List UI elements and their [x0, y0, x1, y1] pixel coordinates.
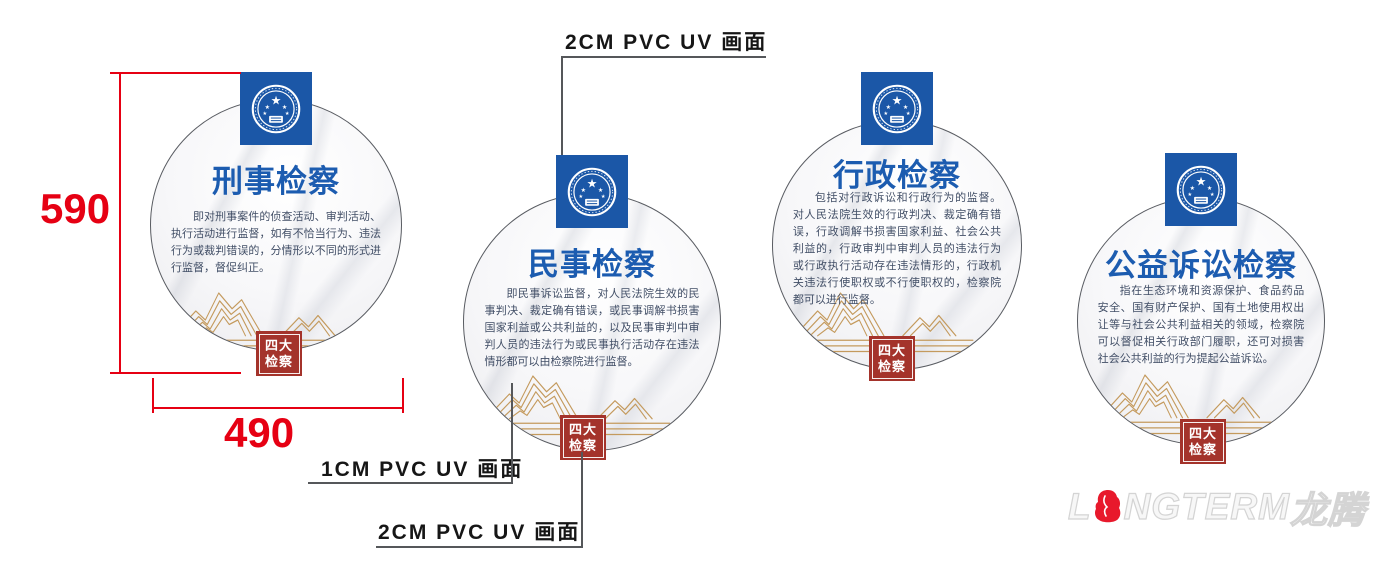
height-dimension-tick-bottom [110, 372, 241, 374]
sign-card-criminal: 刑事检察 即对刑事案件的侦查活动、审判活动、执行活动进行监督，如有不恰当行为、违… [150, 72, 402, 376]
callout-leader-line [561, 56, 563, 155]
watermark-text-end: NGTERM [1123, 485, 1290, 527]
material-callout-bottom: 2CM PVC UV 画面 [378, 521, 581, 544]
width-dimension-label: 490 [224, 409, 295, 456]
tag-frame: 四大 检察 [871, 338, 913, 379]
emblem-badge [240, 72, 312, 145]
tag-line: 四大 [264, 337, 293, 353]
material-callout-middle: 1CM PVC UV 画面 [321, 458, 524, 481]
four-prosecutions-tag: 四大 检察 [256, 331, 302, 376]
four-prosecutions-tag: 四大 检察 [869, 336, 915, 381]
sign-card-administrative: 行政检察 包括对行政诉讼和行政行为的监督。对人民法院生效的行政判决、裁定确有错误… [772, 72, 1022, 381]
card-description: 包括对行政诉讼和行政行为的监督。对人民法院生效的行政判决、裁定确有错误，行政调解… [792, 192, 1002, 306]
tag-line: 四大 [1188, 425, 1217, 441]
card-title: 刑事检察 [212, 164, 340, 199]
watermark-text-start: L [1067, 485, 1092, 527]
height-dimension-line [119, 73, 121, 373]
four-prosecutions-tag: 四大 检察 [560, 415, 606, 460]
marble-circle: 行政检察 包括对行政诉讼和行政行为的监督。对人民法院生效的行政判决、裁定确有错误… [772, 120, 1022, 370]
watermark: L NGTERM 龙腾 [1067, 480, 1366, 534]
four-prosecutions-tag: 四大 检察 [1180, 419, 1226, 464]
marble-circle: 民事检察 即民事诉讼监督，对人民法院生效的民事判决、裁定确有错误，或民事调解书损… [463, 193, 721, 451]
card-description: 即对刑事案件的侦查活动、审判活动、执行活动进行监督，如有不恰当行为、违法行为或裁… [171, 211, 381, 274]
watermark-text-chinese: 龙腾 [1289, 489, 1366, 531]
sign-card-public-interest: 公益诉讼检察 指在生态环境和资源保护、食品药品安全、国有财产保护、国有土地使用权… [1077, 153, 1325, 464]
card-title: 行政检察 [833, 158, 961, 193]
emblem-badge [1165, 153, 1237, 226]
tag-frame: 四大 检察 [1182, 421, 1224, 462]
procuratorate-emblem-icon [872, 84, 922, 133]
procuratorate-emblem-icon [251, 84, 301, 133]
callout-underline [376, 546, 583, 548]
tag-line: 检察 [568, 437, 597, 453]
width-dimension-line [152, 407, 404, 409]
emblem-badge [556, 155, 628, 228]
callout-leader-line [511, 383, 513, 483]
tag-frame: 四大 检察 [258, 333, 300, 374]
tag-line: 四大 [877, 342, 906, 358]
card-description: 即民事诉讼监督，对人民法院生效的民事判决、裁定确有错误，或民事调解书损害国家利益… [484, 288, 700, 368]
card-title: 民事检察 [528, 247, 656, 282]
emblem-badge [861, 72, 933, 145]
tag-line: 检察 [264, 353, 293, 369]
tag-line: 检察 [1188, 441, 1217, 457]
marble-circle: 公益诉讼检察 指在生态环境和资源保护、食品药品安全、国有财产保护、国有土地使用权… [1077, 197, 1325, 445]
sign-card-civil: 民事检察 即民事诉讼监督，对人民法院生效的民事判决、裁定确有错误，或民事调解书损… [463, 155, 721, 460]
callout-underline [561, 56, 766, 58]
tag-line: 检察 [877, 358, 906, 374]
card-title: 公益诉讼检察 [1105, 248, 1297, 283]
procuratorate-emblem-icon [1176, 165, 1226, 214]
callout-underline [308, 482, 513, 484]
card-description: 指在生态环境和资源保护、食品药品安全、国有财产保护、国有土地使用权出让等与社会公… [1097, 285, 1305, 365]
callout-leader-line [581, 452, 583, 547]
width-dimension-tick-left [152, 378, 154, 413]
tag-frame: 四大 检察 [562, 417, 604, 458]
height-dimension-label: 590 [40, 185, 111, 232]
tag-line: 四大 [568, 421, 597, 437]
procuratorate-emblem-icon [567, 167, 617, 216]
material-callout-top: 2CM PVC UV 画面 [565, 31, 768, 54]
width-dimension-tick-right [402, 378, 404, 413]
dragon-logo-icon [1094, 490, 1120, 523]
height-dimension-tick-top [110, 72, 241, 74]
